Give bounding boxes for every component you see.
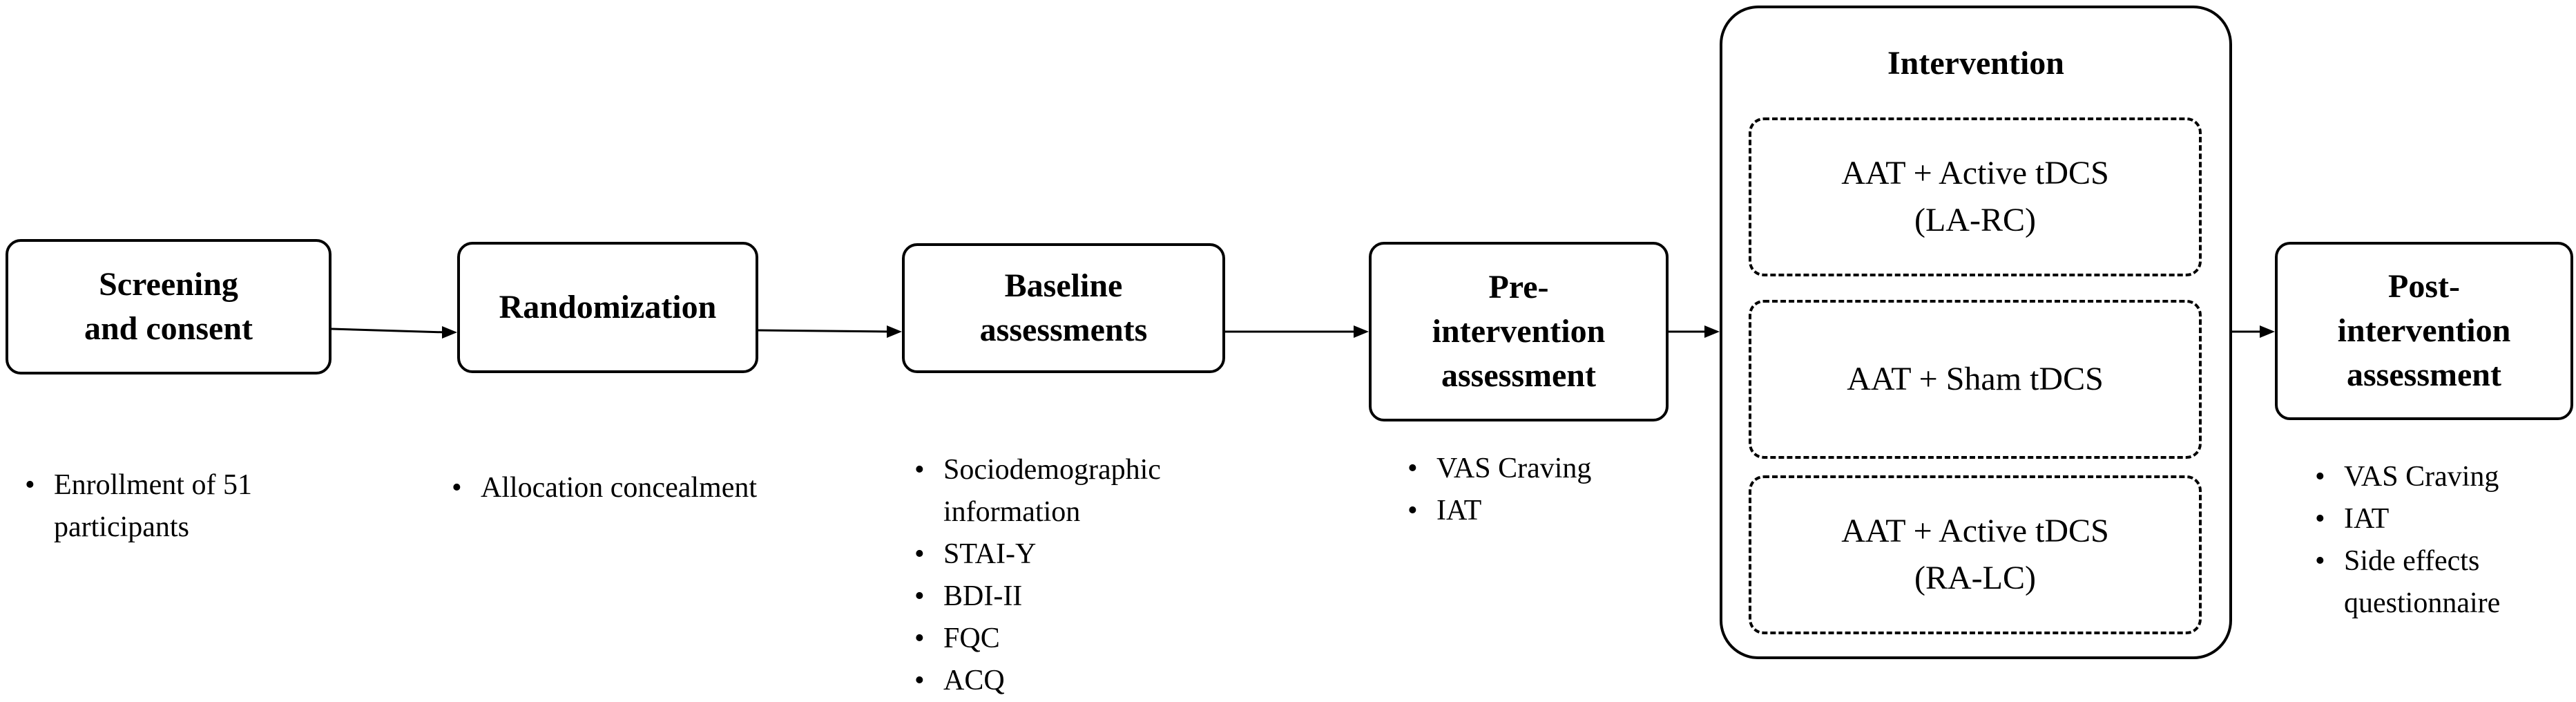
arrowhead [887, 325, 902, 338]
step-box-pre-intervention: Pre- intervention assessment [1369, 242, 1669, 421]
bullet-item: Sociodemographic information [905, 449, 1264, 533]
bullet-item: IAT [1398, 490, 1674, 532]
bullet-item: ACQ [905, 660, 1264, 702]
bullet-item: IAT [2305, 498, 2568, 540]
bullet-item: FQC [905, 618, 1264, 660]
intervention-arm: AAT + Active tDCS (LA-RC) [1749, 117, 2202, 276]
bullet-item: VAS Craving [1398, 448, 1674, 490]
bullet-item: STAI-Y [905, 533, 1264, 576]
bullet-item: Enrollment of 51 participants [15, 464, 333, 549]
randomization-bullets: Allocation concealment [442, 467, 829, 509]
arrowhead [1704, 325, 1720, 338]
intervention-arm: AAT + Active tDCS (RA-LC) [1749, 475, 2202, 634]
arrow-screening-to-randomization [331, 328, 447, 334]
bullet-item: Side effects questionnaire [2305, 540, 2568, 625]
step-title: Pre- intervention assessment [1432, 269, 1606, 394]
step-box-screening: Screening and consent [6, 239, 331, 374]
arrowhead [2260, 325, 2275, 338]
arrowhead [1354, 325, 1369, 338]
step-title: Baseline assessments [979, 267, 1148, 348]
step-title: Randomization [499, 289, 717, 325]
arrow-randomization-to-baseline [758, 329, 892, 333]
intervention-arm: AAT + Sham tDCS [1749, 300, 2202, 459]
bullet-item: VAS Craving [2305, 456, 2568, 498]
step-title: Post- intervention assessment [2337, 268, 2511, 393]
arrowhead [442, 326, 457, 339]
post-intervention-bullets: VAS Craving IAT Side effects questionnai… [2305, 456, 2568, 625]
bullet-item: BDI-II [905, 576, 1264, 618]
intervention-group: Intervention AAT + Active tDCS (LA-RC) A… [1720, 6, 2232, 659]
step-box-randomization: Randomization [457, 242, 758, 373]
step-title: Screening and consent [84, 266, 253, 347]
step-box-baseline: Baseline assessments [902, 243, 1225, 373]
step-box-post-intervention: Post- intervention assessment [2275, 242, 2573, 420]
baseline-bullets: Sociodemographic information STAI-Y BDI-… [905, 449, 1264, 702]
pre-intervention-bullets: VAS Craving IAT [1398, 448, 1674, 532]
bullet-item: Allocation concealment [442, 467, 829, 509]
screening-bullets: Enrollment of 51 participants [15, 464, 333, 549]
intervention-title: Intervention [1887, 45, 2064, 82]
